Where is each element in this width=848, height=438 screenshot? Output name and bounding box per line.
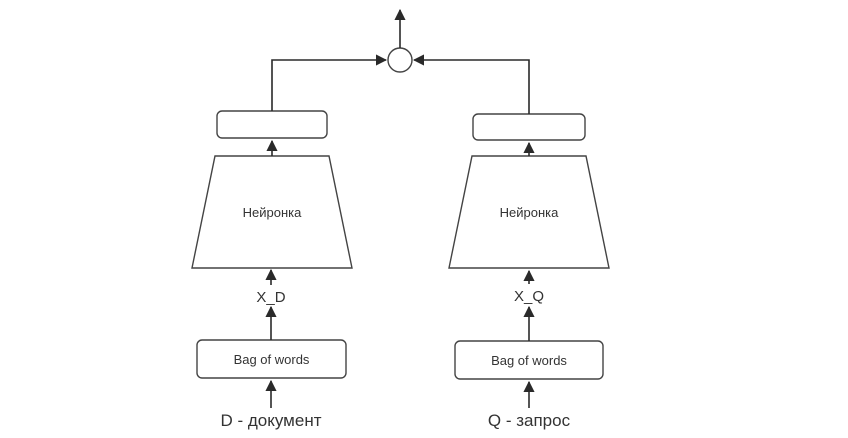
right-input-label: Q - запрос [488, 411, 571, 430]
left-embedding-box [216, 110, 328, 139]
left-branch: Bag of words X_D Нейронка D - документ [191, 54, 388, 430]
right-vector-label: X_Q [514, 288, 544, 305]
right-bag-of-words-label: Bag of words [491, 353, 567, 368]
left-to-combine-arrow [271, 54, 388, 111]
right-to-combine-arrow [412, 54, 530, 114]
left-network-trapezoid [191, 155, 353, 269]
right-network-label: Нейронка [500, 205, 559, 220]
left-network-label: Нейронка [243, 205, 302, 220]
combine-node [387, 47, 413, 73]
right-branch: Bag of words X_Q Нейронка Q - запрос [412, 54, 610, 430]
right-network-trapezoid [448, 155, 610, 269]
left-input-label: D - документ [220, 411, 321, 430]
left-vector-label: X_D [256, 289, 285, 306]
right-embedding-box [472, 113, 586, 141]
left-bag-of-words-label: Bag of words [234, 352, 310, 367]
